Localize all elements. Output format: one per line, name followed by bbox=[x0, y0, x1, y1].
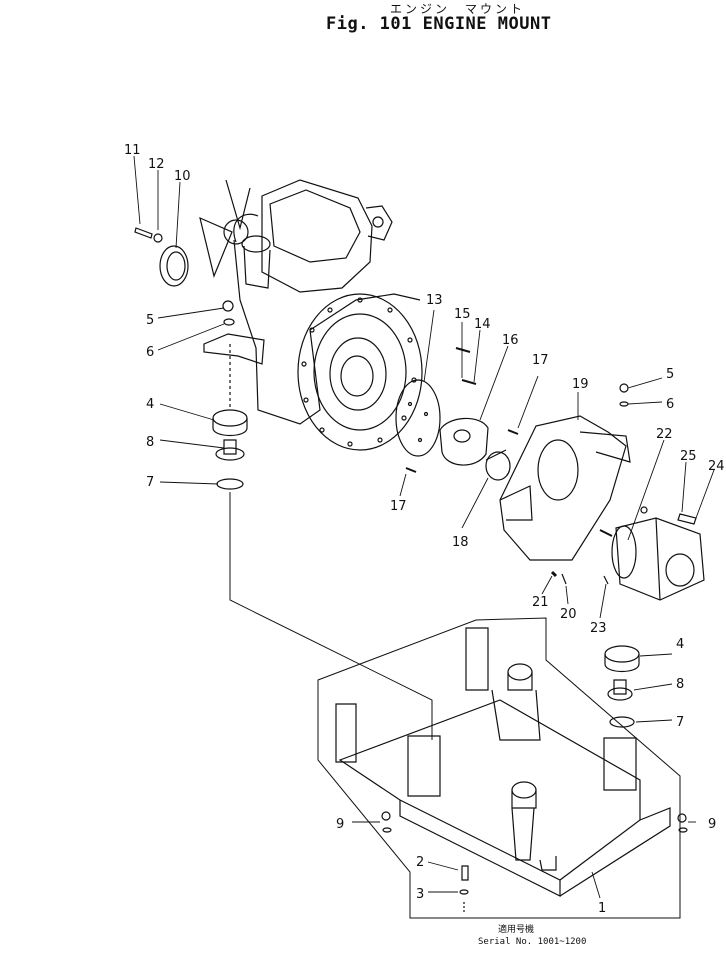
callout-6-left: 6 bbox=[146, 345, 154, 360]
callout-4-left: 4 bbox=[146, 397, 154, 412]
callout-13: 13 bbox=[426, 293, 443, 308]
pump-bracket bbox=[499, 383, 631, 561]
callout-7-left: 7 bbox=[146, 475, 154, 490]
callout-22: 22 bbox=[656, 427, 673, 442]
callout-4-right: 4 bbox=[676, 637, 684, 652]
callout-8-right: 8 bbox=[676, 677, 684, 692]
callout-1: 1 bbox=[598, 901, 606, 916]
hydraulic-pump bbox=[550, 506, 705, 601]
callout-20: 20 bbox=[560, 607, 577, 622]
callout-16: 16 bbox=[502, 333, 519, 348]
callout-15: 15 bbox=[454, 307, 471, 322]
figure-title: Fig. 101 ENGINE MOUNT bbox=[326, 14, 552, 34]
callout-14: 14 bbox=[474, 317, 491, 332]
callout-9-left: 9 bbox=[336, 817, 344, 832]
callout-5-left: 5 bbox=[146, 313, 154, 328]
right-mount-assembly bbox=[604, 645, 640, 728]
serial-jp: 適用号機 bbox=[498, 925, 535, 935]
callout-19: 19 bbox=[572, 377, 589, 392]
callout-10: 10 bbox=[174, 169, 191, 184]
callout-18: 18 bbox=[452, 535, 469, 550]
coupling-parts bbox=[395, 347, 519, 481]
callout-6-right: 6 bbox=[666, 397, 674, 412]
pulley bbox=[159, 245, 189, 287]
callout-25: 25 bbox=[680, 449, 697, 464]
left-mount-assembly bbox=[203, 300, 433, 740]
leader-lines bbox=[133, 155, 715, 899]
callout-24: 24 bbox=[708, 459, 725, 474]
callout-17-top: 17 bbox=[532, 353, 549, 368]
title-japanese: エンジン マウント bbox=[390, 2, 526, 16]
callout-2: 2 bbox=[416, 855, 424, 870]
callout-9-right: 9 bbox=[708, 817, 716, 832]
serial-note: 適用号機 Serial No. 1001~1200 bbox=[478, 924, 586, 948]
callout-21: 21 bbox=[532, 595, 549, 610]
callout-23: 23 bbox=[590, 621, 607, 636]
callout-17-bottom: 17 bbox=[390, 499, 407, 514]
serial-range: Serial No. 1001~1200 bbox=[478, 937, 587, 947]
callout-3: 3 bbox=[416, 887, 424, 902]
callout-11: 11 bbox=[124, 143, 141, 158]
bolt-11-washer-12 bbox=[134, 227, 163, 243]
base-frame bbox=[317, 617, 688, 919]
engine bbox=[199, 179, 423, 451]
callout-5-right: 5 bbox=[666, 367, 674, 382]
callout-12: 12 bbox=[148, 157, 165, 172]
callout-7-right: 7 bbox=[676, 715, 684, 730]
callout-8-left: 8 bbox=[146, 435, 154, 450]
